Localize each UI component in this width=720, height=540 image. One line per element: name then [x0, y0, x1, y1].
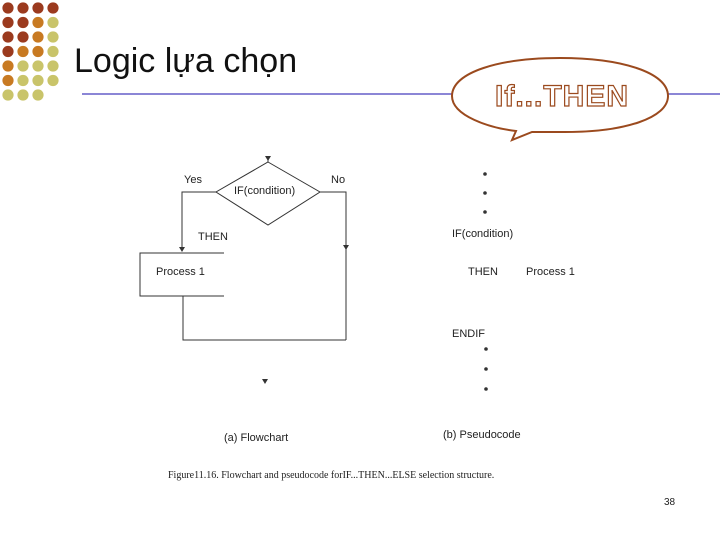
decorative-dot — [2, 60, 14, 72]
exit-arrowhead — [262, 379, 268, 384]
decorative-dot — [32, 89, 44, 101]
pseudocode-dot — [484, 367, 488, 371]
entry-arrowhead — [265, 156, 271, 161]
pseudocode-dot — [484, 347, 488, 351]
decorative-dot — [17, 60, 29, 72]
decorative-dot — [2, 74, 14, 87]
callout-text: If...THEN — [494, 79, 629, 113]
pseudocode-dot — [483, 210, 487, 214]
pseudocode-dot — [483, 191, 487, 195]
pseudocode-then-keyword: THEN — [468, 266, 498, 278]
decorative-dot — [17, 2, 29, 14]
process-box — [139, 252, 224, 297]
pseudocode-dot — [484, 387, 488, 391]
decorative-dot — [32, 60, 44, 72]
decorative-dot — [2, 16, 14, 29]
yes-label: Yes — [184, 174, 202, 186]
decorative-dot — [2, 45, 14, 58]
decorative-dot — [2, 31, 14, 43]
yes-arrowhead — [179, 247, 185, 252]
decorative-dot — [32, 31, 44, 43]
no-branch-line — [320, 191, 347, 340]
decorative-dot — [32, 74, 44, 87]
decorative-dot — [2, 2, 14, 14]
slide-title: Logic lựa chọn — [74, 42, 298, 80]
decorative-dot — [17, 74, 29, 87]
decorative-dot — [47, 31, 59, 43]
merge-line — [182, 296, 346, 341]
then-label: THEN — [198, 231, 228, 243]
pseudocode-endif-line: ENDIF — [452, 328, 485, 340]
decorative-dot — [17, 89, 29, 101]
process-label: Process 1 — [156, 266, 205, 278]
decorative-dot — [2, 89, 14, 101]
pseudocode-then-action: Process 1 — [526, 266, 575, 278]
pseudocode-if-line: IF(condition) — [452, 228, 514, 240]
decorative-dot — [17, 16, 29, 29]
pseudocode-dot — [483, 172, 487, 176]
decorative-dot — [32, 16, 44, 29]
decorative-dot — [32, 45, 44, 58]
pseudocode-caption: (b) Pseudocode — [443, 429, 521, 441]
decorative-dot-grid — [2, 2, 59, 101]
decorative-dot — [47, 60, 59, 72]
decorative-dot — [17, 45, 29, 58]
decision-diamond — [215, 161, 321, 226]
page-number: 38 — [664, 497, 676, 508]
yes-branch-line — [181, 191, 216, 248]
decision-label: IF(condition) — [234, 185, 296, 197]
decorative-dot — [47, 74, 59, 87]
no-arrowhead — [343, 245, 349, 250]
title-divider — [82, 93, 720, 95]
decorative-dot — [47, 45, 59, 58]
no-label: No — [331, 174, 346, 186]
figure-caption: Figure11.16. Flowchart and pseudocode fo… — [168, 470, 495, 481]
decorative-dot — [47, 16, 59, 29]
decorative-dot — [17, 31, 29, 43]
decorative-dot — [32, 2, 44, 14]
flowchart-caption: (a) Flowchart — [224, 432, 289, 444]
decorative-dot — [47, 2, 59, 14]
